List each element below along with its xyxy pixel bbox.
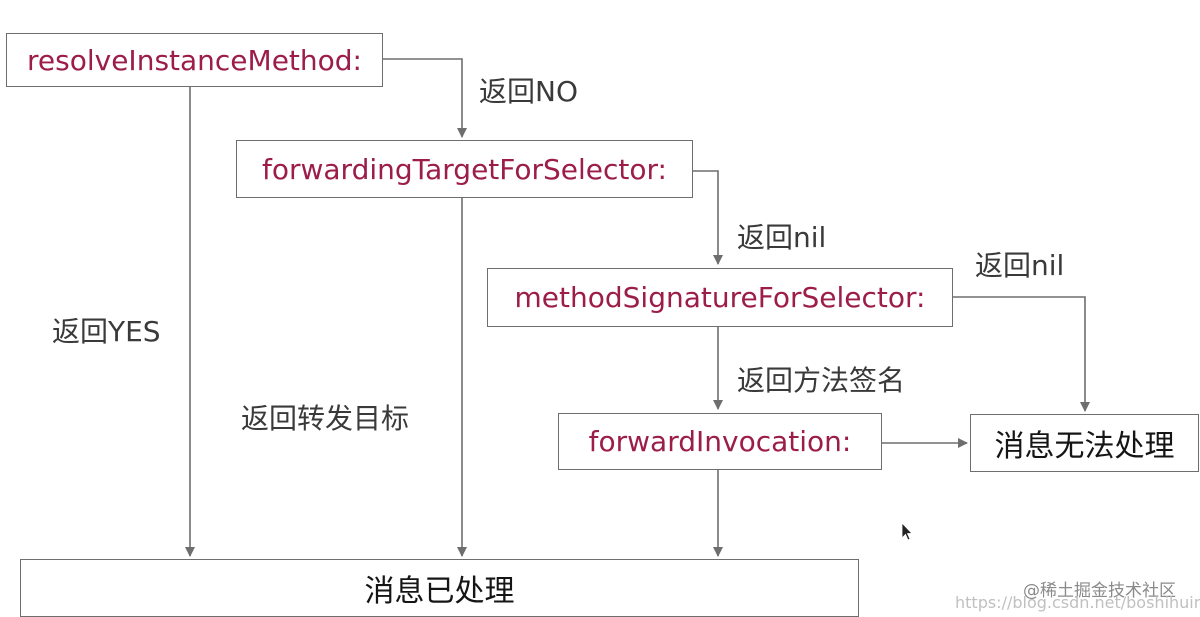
label-return-target: 返回转发目标 [241, 402, 410, 435]
edge-forwarding-target-to-method-signature [692, 170, 723, 265]
node-forwarding-target-for-selector: forwardingTargetForSelector: [236, 140, 693, 198]
label-return-nil-1: 返回nil [737, 221, 827, 254]
edge-resolve-to-forwarding-target [382, 58, 467, 138]
node-resolve-instance-method: resolveInstanceMethod: [6, 33, 383, 87]
node-method-signature-for-selector: methodSignatureForSelector: [487, 268, 953, 327]
edge-method-signature-to-cannot-handle [952, 296, 1090, 412]
mouse-cursor-icon [901, 522, 913, 541]
label-return-signature: 返回方法签名 [737, 364, 906, 397]
label-return-yes: 返回YES [52, 315, 161, 348]
watermark-brand: @稀土掘金技术社区 [1023, 581, 1176, 601]
node-cannot-handle: 消息无法处理 [970, 414, 1199, 472]
node-handled: 消息已处理 [20, 559, 859, 617]
label-return-no: 返回NO [479, 75, 578, 108]
watermark-url: https://blog.csdn.net/boshihuingge [955, 593, 1200, 612]
node-forward-invocation: forwardInvocation: [558, 413, 882, 470]
label-return-nil-2: 返回nil [975, 249, 1065, 282]
